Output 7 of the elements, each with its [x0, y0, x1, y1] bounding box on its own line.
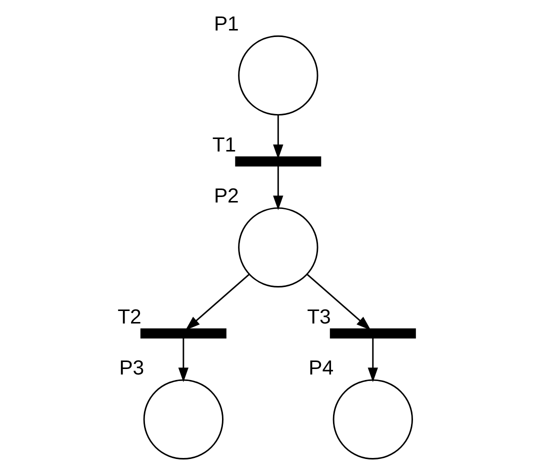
node-label: P1: [214, 14, 239, 36]
node-label: T2: [118, 306, 142, 329]
node-label: P2: [214, 186, 239, 208]
node-label: T1: [212, 134, 236, 157]
node-label: T3: [307, 306, 331, 329]
node-label: P4: [308, 358, 334, 380]
node-label: P3: [119, 358, 144, 380]
